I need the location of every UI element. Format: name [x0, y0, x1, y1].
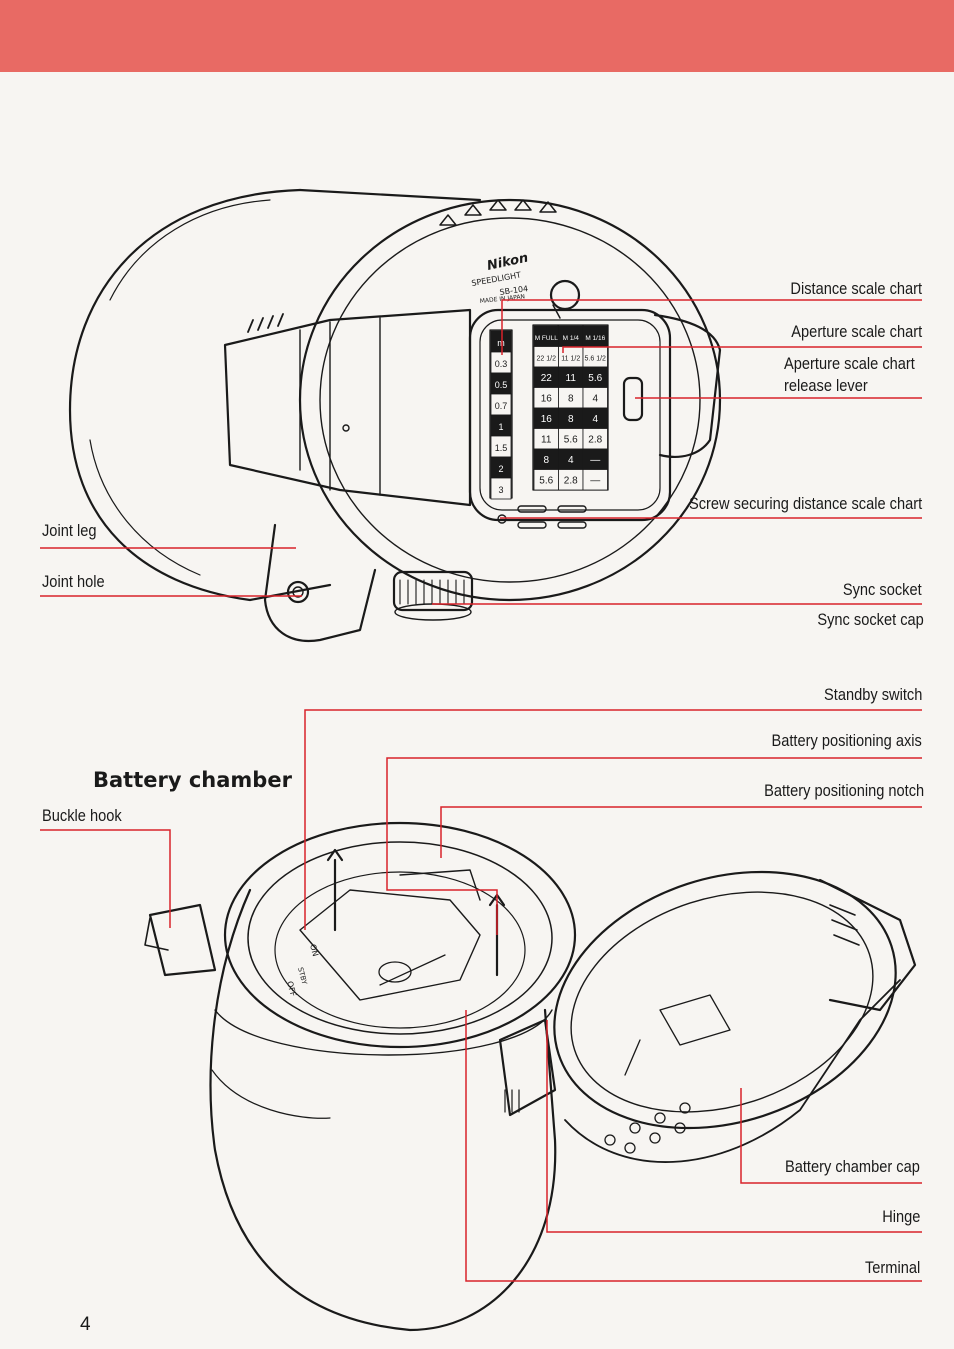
- label-sync-socket: Sync socket: [843, 580, 922, 599]
- aperture-value: 16: [541, 414, 553, 425]
- model-line-2: SB-104: [499, 284, 529, 297]
- label-hinge: Hinge: [881, 1207, 920, 1226]
- label-aperture-release-2: release lever: [784, 376, 868, 395]
- label-aperture-scale-chart: Aperture scale chart: [791, 322, 922, 341]
- label-standby-switch: Standby switch: [823, 685, 922, 704]
- switch-off-mark: OFF: [285, 980, 298, 998]
- distance-value: 0.7: [495, 401, 508, 411]
- label-distance-scale-chart: Distance scale chart: [790, 279, 922, 298]
- aperture-value: —: [590, 455, 600, 466]
- label-aperture-release-1: Aperture scale chart: [784, 354, 915, 373]
- distance-value: 1: [498, 422, 503, 432]
- label-sync-socket-cap: Sync socket cap: [817, 610, 924, 629]
- aperture-value: 4: [568, 455, 574, 466]
- leader-lines: [40, 299, 922, 1282]
- aperture-value: 8: [568, 414, 574, 425]
- aperture-value: 16: [541, 394, 553, 405]
- aperture-cell: [582, 469, 608, 491]
- aperture-value: 11: [541, 435, 552, 446]
- switch-stby-mark: STBY: [296, 966, 308, 986]
- label-battery-positioning-axis: Battery positioning axis: [771, 731, 922, 750]
- aperture-value: 11 1/2: [561, 356, 580, 363]
- aperture-value: 2.8: [588, 435, 602, 446]
- distance-cell: [490, 477, 512, 500]
- distance-value: 2: [498, 464, 503, 474]
- aperture-value: 11: [566, 373, 577, 384]
- switch-on-mark: ON: [308, 943, 320, 957]
- aperture-value: 2.8: [564, 476, 578, 487]
- distance-value: 0.3: [495, 359, 508, 369]
- label-screw-securing: Screw securing distance scale chart: [688, 494, 922, 513]
- label-joint-leg: Joint leg: [42, 521, 97, 540]
- top-color-band: [0, 0, 954, 72]
- aperture-value: 4: [592, 414, 598, 425]
- page-number: 4: [80, 1314, 91, 1335]
- aperture-header-label: M 1/16: [585, 335, 605, 342]
- distance-value: 0.5: [495, 380, 508, 390]
- aperture-value: 5.6: [539, 476, 553, 487]
- aperture-value: 8: [568, 394, 574, 405]
- distance-value: 3: [498, 485, 503, 495]
- aperture-value: 5.6: [588, 373, 602, 384]
- distance-column: m 0.3 0.5 0.7 1 1.5 2 3: [490, 330, 512, 500]
- aperture-header-label: M 1/4: [563, 335, 580, 342]
- label-joint-hole: Joint hole: [42, 572, 105, 591]
- label-terminal: Terminal: [864, 1258, 920, 1277]
- flash-unit-drawing: [68, 188, 722, 643]
- aperture-value: —: [590, 476, 600, 487]
- battery-chamber-drawing: [144, 821, 917, 1332]
- origin-mark: MADE IN JAPAN: [479, 293, 525, 305]
- aperture-header-label: M FULL: [535, 335, 559, 342]
- aperture-chart: M FULL M 1/4 M 1/16 22 1/2 11 1/2 5.6 1/2 22 11…: [533, 325, 608, 491]
- aperture-value: 8: [543, 455, 549, 466]
- aperture-value: 5.6: [564, 435, 578, 446]
- aperture-value: 4: [592, 394, 598, 405]
- label-buckle-hook: Buckle hook: [42, 806, 122, 825]
- aperture-value: 5.6 1/2: [585, 356, 607, 363]
- aperture-value: 22: [541, 373, 553, 384]
- distance-value: m: [497, 338, 505, 348]
- label-battery-chamber-cap: Battery chamber cap: [785, 1157, 920, 1176]
- label-battery-positioning-notch: Battery positioning notch: [763, 781, 924, 800]
- section-heading: Battery chamber: [93, 768, 292, 792]
- distance-value: 1.5: [495, 443, 508, 453]
- brand-mark: Nikon: [486, 251, 530, 274]
- aperture-value: 22 1/2: [537, 356, 557, 363]
